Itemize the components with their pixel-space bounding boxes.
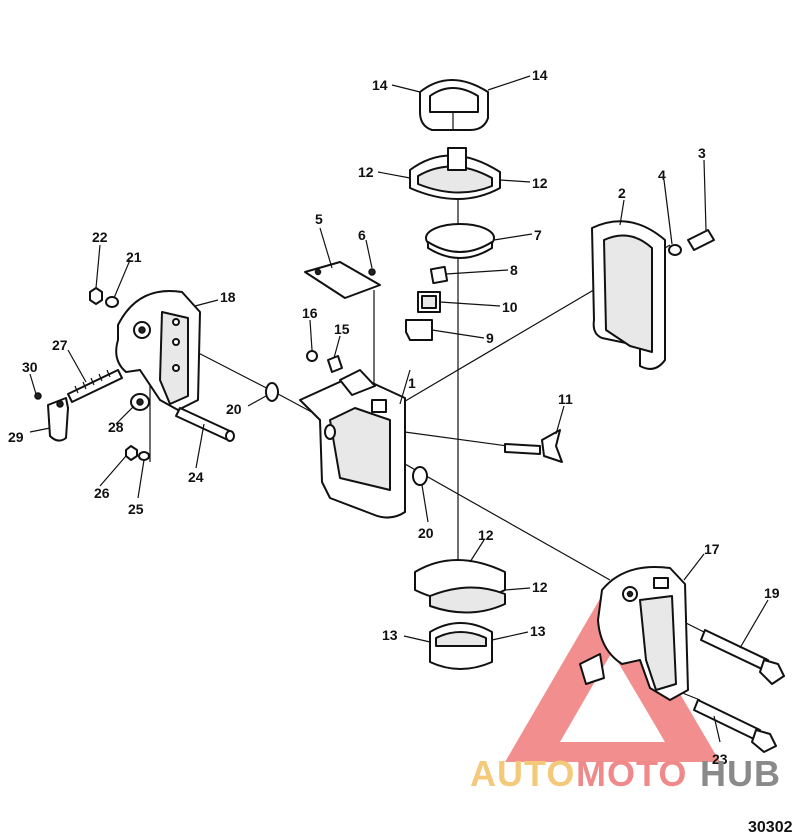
bushing-12-upper-icon [409, 147, 501, 200]
callout-10: 10 [502, 299, 518, 315]
callout-15: 15 [334, 321, 350, 337]
callout-12-lower-top: 12 [478, 527, 494, 543]
clamp-bracket-18-icon [115, 290, 201, 411]
callout-28: 28 [108, 419, 124, 435]
threaded-rod-27-icon [67, 369, 123, 403]
callout-11: 11 [558, 391, 573, 407]
callout-24: 24 [188, 469, 204, 485]
callout-21: 21 [126, 249, 142, 265]
callout-18: 18 [220, 289, 236, 305]
bolts-19-23-icon [693, 629, 785, 753]
figure-code: 30302 [748, 819, 793, 836]
watermark-text: AUTO MOTO HUB [470, 753, 781, 794]
bushing-13-icon [429, 622, 493, 670]
watermark-hub: HUB [700, 753, 781, 794]
callout-23: 23 [712, 751, 728, 767]
callout-8: 8 [510, 262, 518, 278]
callout-16: 16 [302, 305, 318, 321]
callout-29: 29 [8, 429, 24, 445]
watermark-moto: MOTO [576, 753, 687, 794]
callout-14-right: 14 [532, 67, 548, 83]
clamp-bracket-17-icon [579, 566, 689, 701]
callout-1: 1 [408, 375, 416, 391]
callout-25: 25 [128, 501, 144, 517]
leader-lines [29, 75, 769, 743]
callout-12-upper-right: 12 [532, 175, 548, 191]
callout-3: 3 [698, 145, 706, 161]
callout-12-lower-right: 12 [532, 579, 548, 595]
callout-20-left: 20 [226, 401, 242, 417]
callout-7: 7 [534, 227, 542, 243]
callout-13-left: 13 [382, 627, 398, 643]
callout-13-right: 13 [530, 623, 546, 639]
callout-labels: 1 2 3 4 5 6 7 8 9 10 11 12 12 12 12 13 1… [8, 67, 780, 767]
parts-8-10-9-icon [405, 265, 449, 341]
callout-14-left: 14 [372, 77, 388, 93]
callout-5: 5 [315, 211, 323, 227]
pad-28-nut-26-icon [125, 393, 150, 461]
bolt-3-washer-4-icon [668, 229, 715, 256]
callout-4: 4 [658, 167, 666, 183]
callout-2: 2 [618, 185, 626, 201]
callout-30: 30 [22, 359, 38, 375]
watermark-auto: AUTO [470, 753, 575, 794]
screws-15-16-icon [306, 350, 343, 373]
wing-screw-11-icon [504, 429, 563, 463]
handle-29-icon [34, 392, 69, 442]
callout-6: 6 [358, 227, 366, 243]
washers-20-icon [265, 382, 428, 486]
bushing-14-icon [419, 79, 489, 131]
watermark-logo-icon [505, 578, 720, 762]
callout-22: 22 [92, 229, 108, 245]
clamp-ring-7-icon [425, 223, 495, 259]
callout-12-upper-left: 12 [358, 164, 374, 180]
callout-27: 27 [52, 337, 68, 353]
plate-5-6-icon [304, 261, 381, 299]
callout-9: 9 [486, 330, 494, 346]
bushing-12-lower-icon [414, 559, 506, 614]
housing-2-icon [591, 220, 666, 370]
callout-19: 19 [764, 585, 780, 601]
swivel-bracket-1-icon [299, 369, 406, 519]
nut-22-washer-21-icon [89, 287, 119, 308]
callout-26: 26 [94, 485, 110, 501]
callout-20-right: 20 [418, 525, 434, 541]
callout-17: 17 [704, 541, 720, 557]
